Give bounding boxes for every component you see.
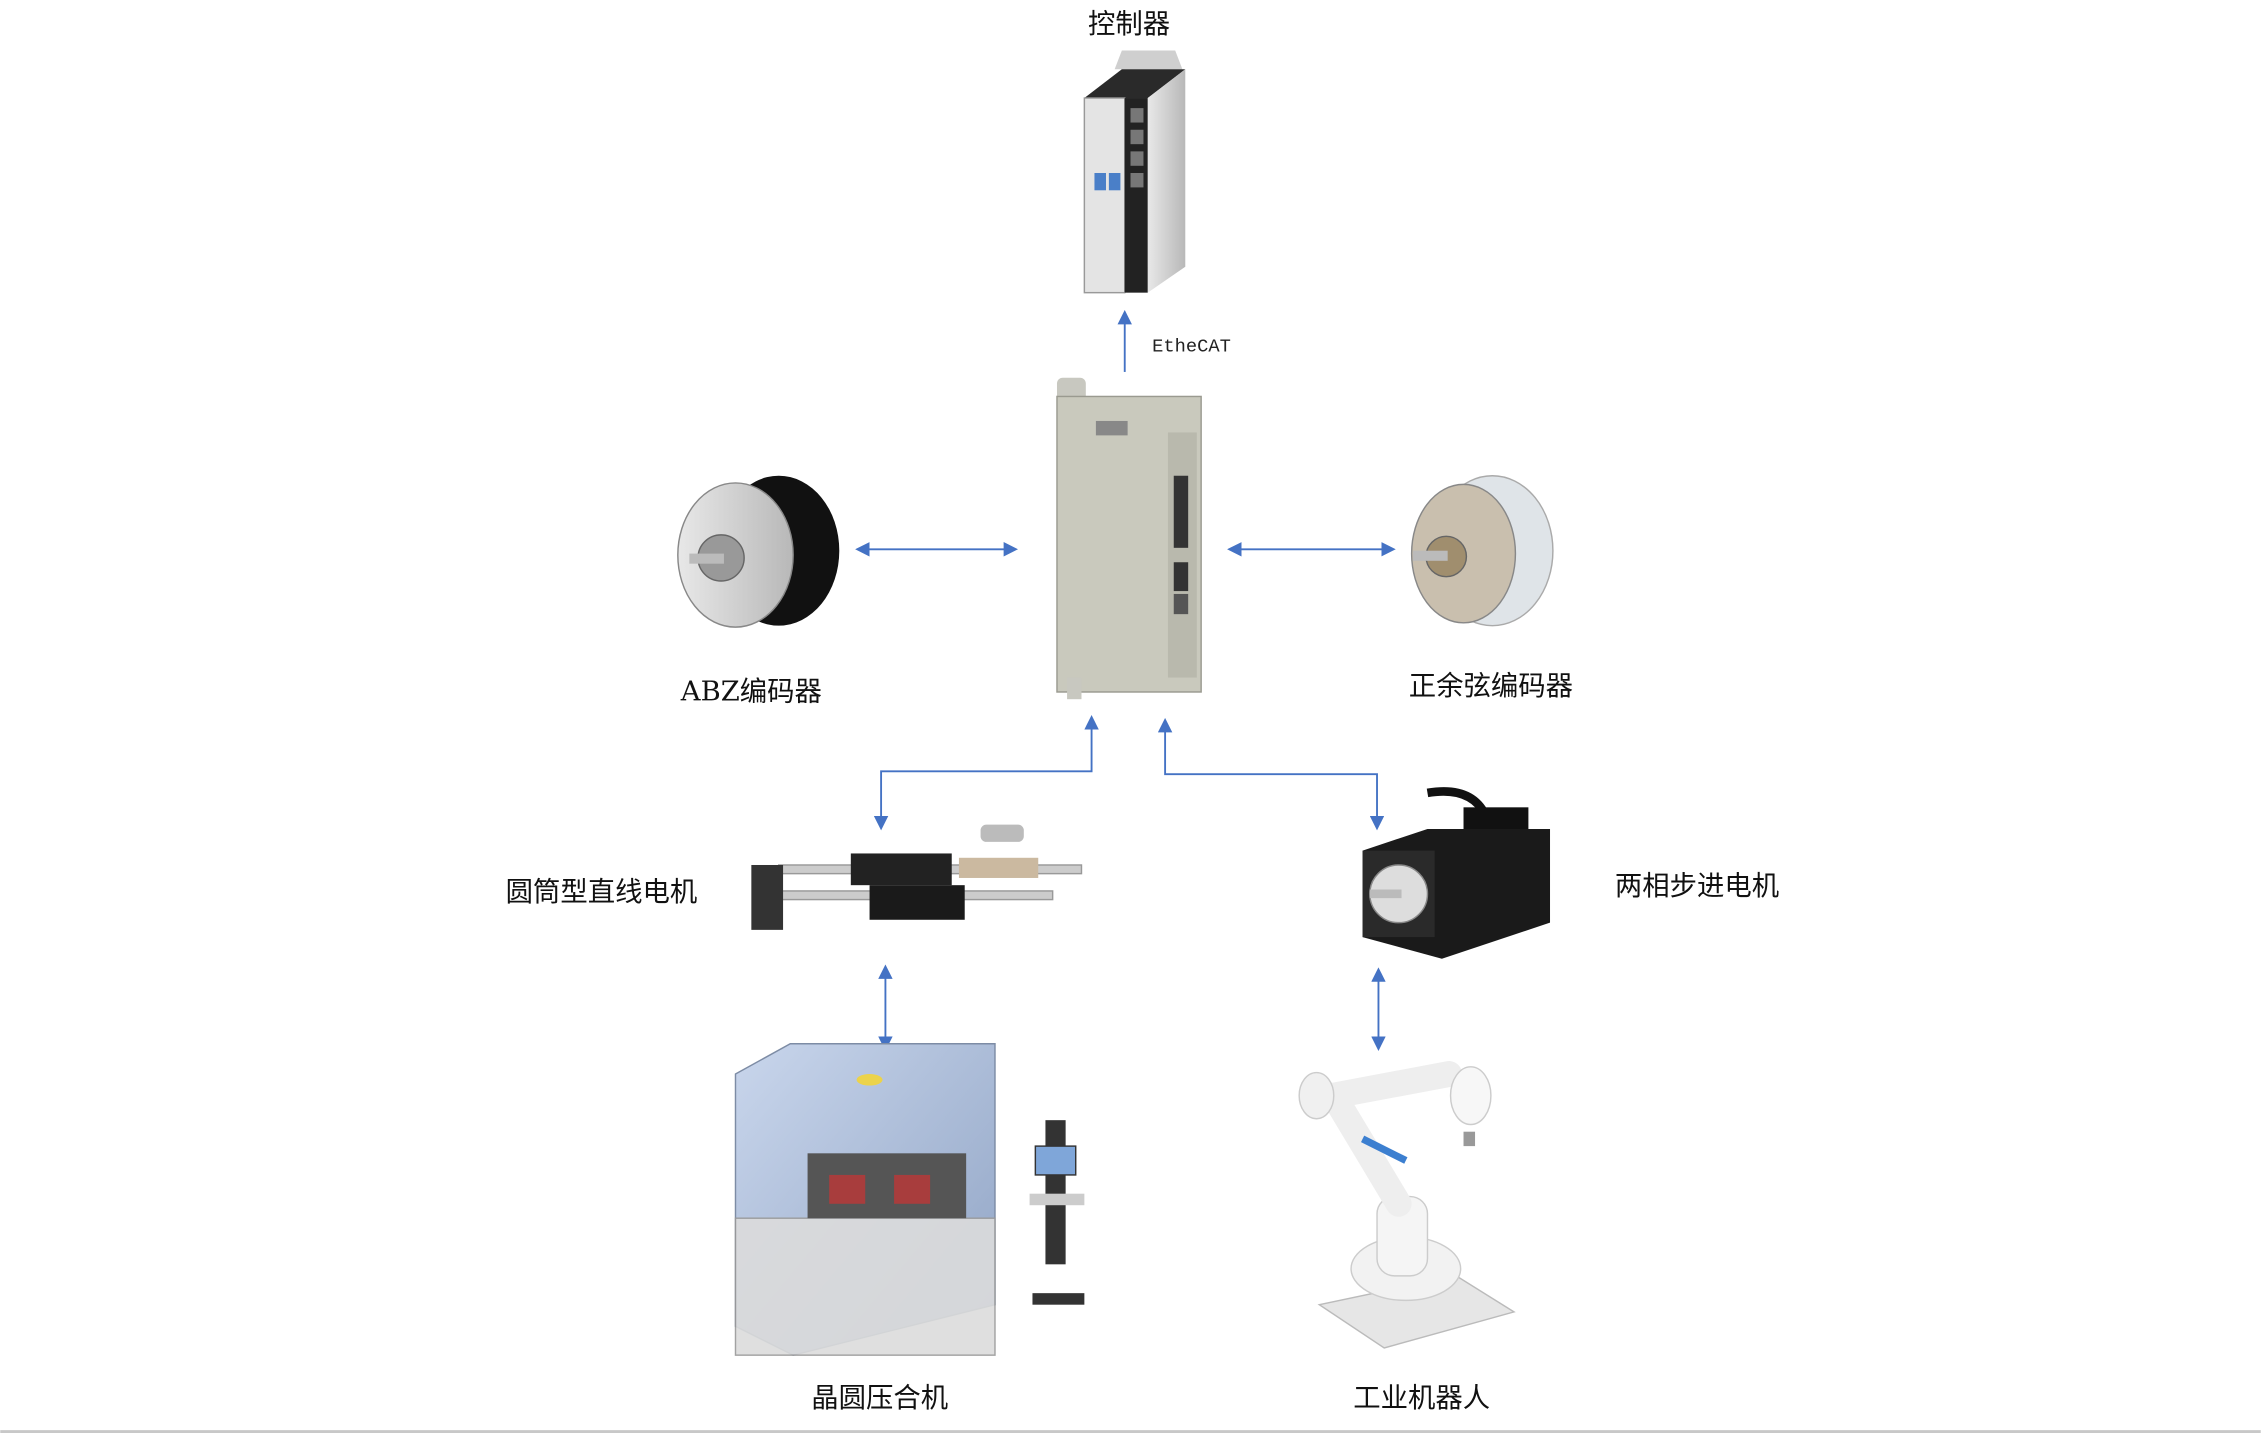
sincos-encoder-image <box>1410 475 1554 627</box>
robot-label: 工业机器人 <box>1353 1383 1490 1414</box>
stepper-motor-link-arrow <box>1157 717 1385 831</box>
wafer-bonder-label: 晶圆压合机 <box>811 1383 948 1414</box>
industrial-robot-image <box>1298 1061 1516 1349</box>
abz-encoder-image <box>677 475 840 628</box>
abz-encoder-label: ABZ编码器 <box>680 677 822 708</box>
controller-label: 控制器 <box>1088 9 1170 40</box>
controller-image <box>1083 50 1186 294</box>
linear-motor-link-arrow <box>873 715 1099 831</box>
linear-motor-label: 圆筒型直线电机 <box>506 877 698 908</box>
stepper-motor-label: 两相步进电机 <box>1615 871 1779 902</box>
wafer-bonder-image <box>734 1043 1085 1356</box>
sincos-encoder-label: 正余弦编码器 <box>1409 671 1573 702</box>
servo-drive-image <box>1056 377 1202 700</box>
stepper-motor-image <box>1362 787 1551 959</box>
linear-motor-image <box>751 824 1083 930</box>
ethercat-label: EtheCAT <box>1152 336 1231 358</box>
